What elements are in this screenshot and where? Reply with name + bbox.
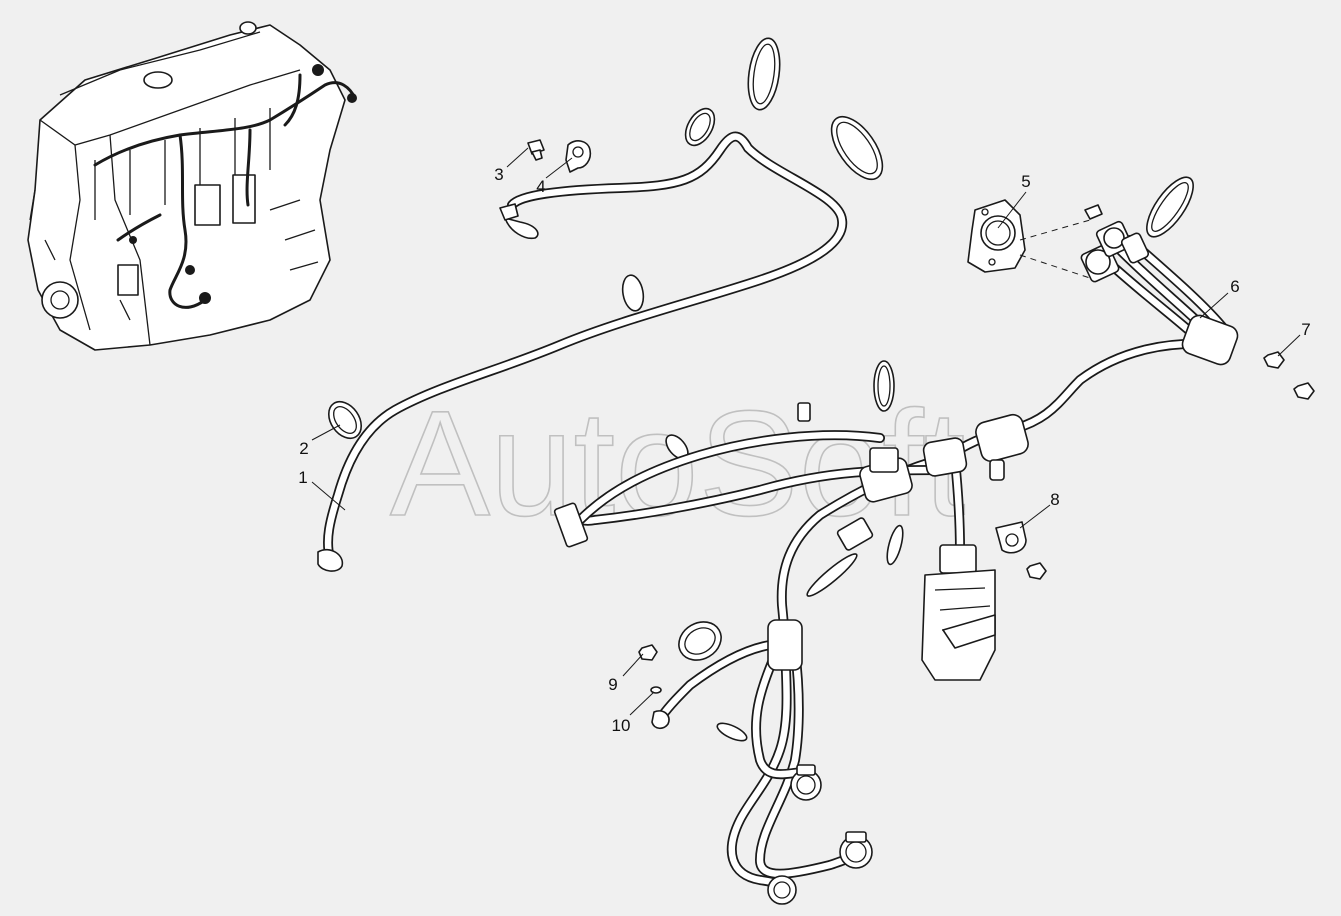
callout-6: 6	[1230, 277, 1239, 296]
main-harness	[553, 220, 1239, 905]
callout-4: 4	[536, 177, 545, 196]
engine-block-thumbnail	[27, 21, 357, 351]
callout-7: 7	[1301, 320, 1310, 339]
callout-5: 5	[1021, 172, 1030, 191]
callout-1: 1	[298, 468, 307, 487]
ground-cable	[317, 131, 848, 572]
callout-10: 10	[612, 716, 631, 735]
small-hardware	[527, 139, 1315, 694]
leader-lines	[311, 147, 1301, 716]
callout-3: 3	[494, 165, 503, 184]
callouts: 1 2 3 4 5 6 7 8 9 10	[298, 165, 1310, 735]
callout-8: 8	[1050, 490, 1059, 509]
callout-2: 2	[299, 439, 308, 458]
callout-9: 9	[608, 675, 617, 694]
cable-ties	[327, 37, 1194, 742]
